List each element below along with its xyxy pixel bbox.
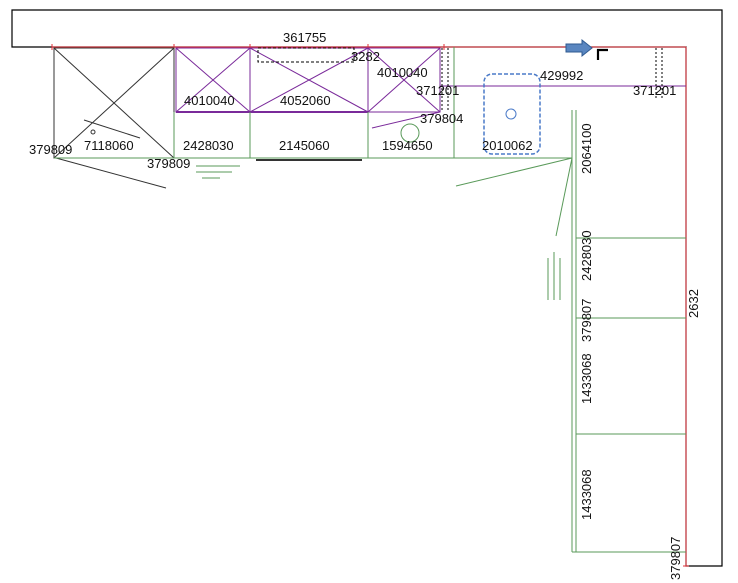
sink <box>483 73 541 155</box>
label-v-1433068-b: 1433068 <box>579 469 594 520</box>
label-3282: 3282 <box>351 49 380 64</box>
label-379804: 379804 <box>420 111 463 126</box>
base-cabinets-right <box>547 110 686 553</box>
label-4010040-left: 4010040 <box>184 93 235 108</box>
label-v-2632: 2632 <box>686 289 701 318</box>
dashed-hood-box <box>257 47 355 63</box>
label-v-2428030: 2428030 <box>579 230 594 281</box>
label-371201-mid: 371201 <box>416 83 459 98</box>
label-379809-bottom: 379809 <box>147 156 190 171</box>
label-2428030-top: 2428030 <box>183 138 234 153</box>
label-379809-left: 379809 <box>29 142 72 157</box>
label-v-1433068-a: 1433068 <box>579 353 594 404</box>
base-cabinets-top <box>54 47 573 237</box>
tall-unit-left <box>53 47 175 189</box>
direction-arrow-icon <box>565 38 593 58</box>
room-wall-outline <box>11 9 723 567</box>
label-429992: 429992 <box>540 68 583 83</box>
label-v-379807-mid: 379807 <box>579 299 594 342</box>
label-v-2064100: 2064100 <box>579 123 594 174</box>
label-4010040-right: 4010040 <box>377 65 428 80</box>
label-1594650: 1594650 <box>382 138 433 153</box>
label-overall-top: 361755 <box>283 30 326 45</box>
label-4052060: 4052060 <box>280 93 331 108</box>
label-v-379807-bottom: 379807 <box>668 537 683 580</box>
label-2145060: 2145060 <box>279 138 330 153</box>
label-2010062: 2010062 <box>482 138 533 153</box>
label-371201-right: 371201 <box>633 83 676 98</box>
dashed-marks <box>441 48 663 112</box>
corner-marker-icon <box>596 48 608 60</box>
label-7118060: 7118060 <box>84 138 134 153</box>
wall-cabinets <box>175 47 686 129</box>
